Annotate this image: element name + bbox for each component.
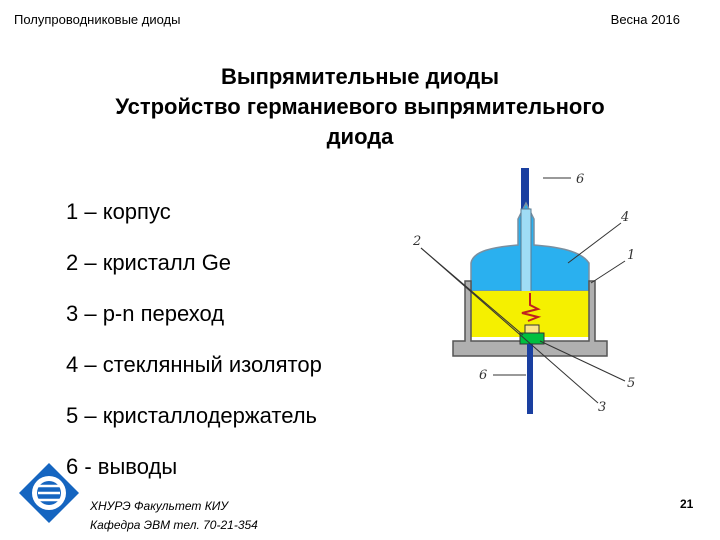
- footer-info: ХНУРЭ Факультет КИУ Кафедра ЭВМ тел. 70-…: [90, 497, 258, 535]
- leader-line-4: [567, 222, 622, 264]
- title-line-1: Выпрямительные диоды: [220, 64, 500, 89]
- diagram-label-6-bottom: 6: [479, 368, 487, 383]
- logo-stripes: [38, 484, 60, 502]
- leader-line-3: [420, 247, 599, 404]
- glass-tube: [520, 208, 532, 294]
- legend-item-crystal-holder: 5 – кристаллодержатель: [66, 403, 317, 428]
- top-lead: [521, 168, 529, 210]
- diagram-label-2: 2: [412, 234, 421, 249]
- legend-item-pn-junction: 3 – p-n переход: [66, 301, 225, 326]
- title-line-2: Устройство германиевого выпрямительного: [115, 94, 605, 119]
- component-legend: 1 – корпус 2 – кристалл Ge 3 – p-n перех…: [66, 186, 322, 492]
- header-course-title: Полупроводниковые диоды: [14, 12, 181, 27]
- diagram-label-4: 4: [620, 210, 629, 225]
- title-line-3: диода: [326, 124, 394, 149]
- diagram-label-5: 5: [627, 376, 635, 391]
- page-number: 21: [680, 497, 694, 511]
- slide-title: Выпрямительные диоды Устройство германие…: [40, 62, 680, 152]
- diagram-label-3: 3: [598, 400, 606, 415]
- diagram-label-6-top: 6: [576, 172, 584, 187]
- footer-faculty: ХНУРЭ Факультет КИУ: [90, 499, 229, 513]
- footer-department: Кафедра ЭВМ тел. 70-21-354: [90, 518, 258, 532]
- diode-diagram: 6 4 2 1 6 5 3: [393, 163, 665, 418]
- legend-item-crystal: 2 – кристалл Ge: [66, 250, 232, 275]
- university-logo-icon: [19, 463, 79, 523]
- leader-line-5: [539, 340, 626, 382]
- header-semester: Весна 2016: [610, 12, 680, 27]
- diagram-label-1: 1: [627, 248, 635, 263]
- leader-line-1: [590, 260, 626, 284]
- legend-item-housing: 1 – корпус: [66, 199, 171, 224]
- legend-item-leads: 6 - выводы: [66, 454, 178, 479]
- spring-contact: [521, 293, 542, 322]
- bottom-lead: [527, 344, 533, 414]
- legend-item-glass-insulator: 4 – стеклянный изолятор: [66, 352, 322, 377]
- crystal-holder: [524, 324, 540, 334]
